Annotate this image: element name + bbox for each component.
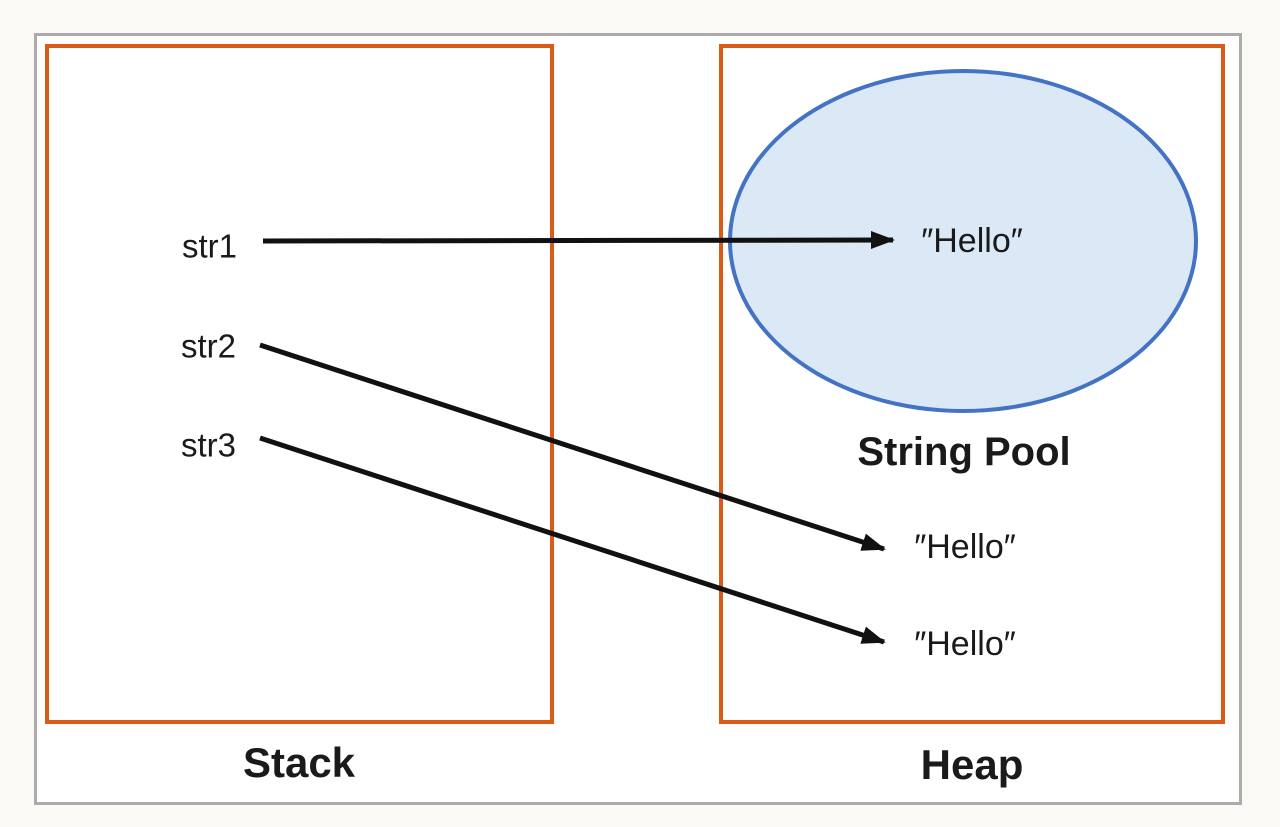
string-pool-hello-value: ″Hello″ bbox=[921, 222, 1023, 260]
heap-label: Heap bbox=[920, 741, 1024, 788]
stack-variable-str2: str2 bbox=[181, 327, 237, 365]
heap-hello-value-1: ″Hello″ bbox=[914, 528, 1016, 566]
stack-variable-str3: str3 bbox=[181, 426, 237, 464]
string-pool-label: String Pool bbox=[857, 430, 1071, 474]
heap-hello-value-2: ″Hello″ bbox=[914, 625, 1016, 663]
stack-box bbox=[45, 44, 554, 724]
stack-variable-str1: str1 bbox=[182, 227, 238, 265]
stack-label: Stack bbox=[242, 739, 356, 786]
